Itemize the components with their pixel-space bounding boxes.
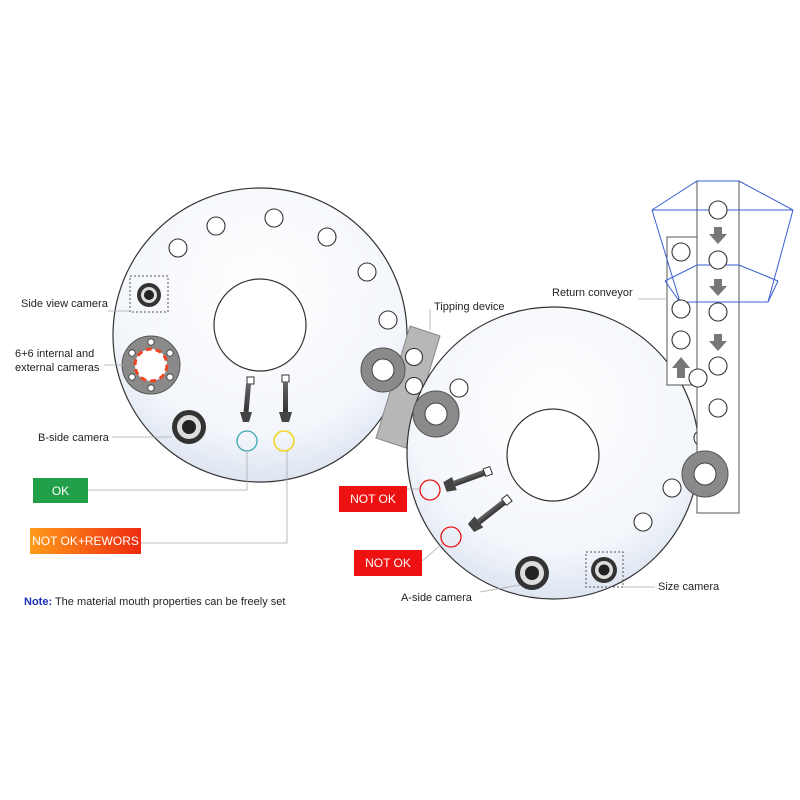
tipping-device-label: Tipping device xyxy=(434,301,505,313)
conveyor-up-arrow xyxy=(672,357,690,378)
tipping-wheel-left xyxy=(360,347,406,393)
not-ok-outlet-circle-2 xyxy=(440,526,462,548)
size-camera-label: Size camera xyxy=(658,581,720,593)
conveyor-down-arrow-1 xyxy=(709,227,727,244)
side-view-camera-label: Side view camera xyxy=(21,298,108,310)
tipping-device xyxy=(360,325,441,449)
conveyor-down-arrow-3 xyxy=(709,334,727,351)
not-ok-badge-1: NOT OK xyxy=(339,486,407,512)
rework-outlet-circle xyxy=(273,430,295,452)
tipping-wheel-right xyxy=(412,390,460,438)
b-side-camera-label: B-side camera xyxy=(38,432,109,444)
right-ejector-nozzle-2 xyxy=(467,493,513,532)
left-ejector-nozzle-1 xyxy=(240,376,255,422)
side-view-camera-box xyxy=(129,275,169,313)
ok-badge: OK xyxy=(33,478,88,503)
note-text: The material mouth properties can be fre… xyxy=(52,596,286,608)
b-side-camera-icon xyxy=(172,410,206,444)
not-ok-badge-2: NOT OK xyxy=(354,550,422,576)
return-conveyor xyxy=(651,180,794,514)
right-disc xyxy=(406,306,711,600)
conveyor-transfer-wheel xyxy=(681,450,729,498)
internal-external-cameras-label-line2: external cameras xyxy=(15,362,100,374)
return-conveyor-label: Return conveyor xyxy=(552,287,633,299)
size-camera-icon xyxy=(591,557,617,583)
side-view-camera-icon xyxy=(137,283,161,307)
note-prefix: Note: xyxy=(24,596,53,608)
a-side-camera-label: A-side camera xyxy=(401,592,472,604)
left-disc xyxy=(112,187,408,483)
material-mouth-note: Note: The material mouth properties can … xyxy=(24,596,285,608)
left-ejector-nozzle-2 xyxy=(279,374,292,422)
a-side-camera-icon xyxy=(515,556,549,590)
not-ok-outlet-circle-1 xyxy=(419,479,441,501)
internal-external-cameras-icon xyxy=(121,335,181,395)
conveyor-down-arrow-2 xyxy=(709,279,727,296)
left-disc-pockets xyxy=(168,208,398,330)
internal-external-cameras-label-line1: 6+6 internal and xyxy=(15,348,95,360)
right-ejector-nozzle-1 xyxy=(443,465,494,492)
not-ok-rework-badge: NOT OK+REWORS xyxy=(30,528,141,554)
